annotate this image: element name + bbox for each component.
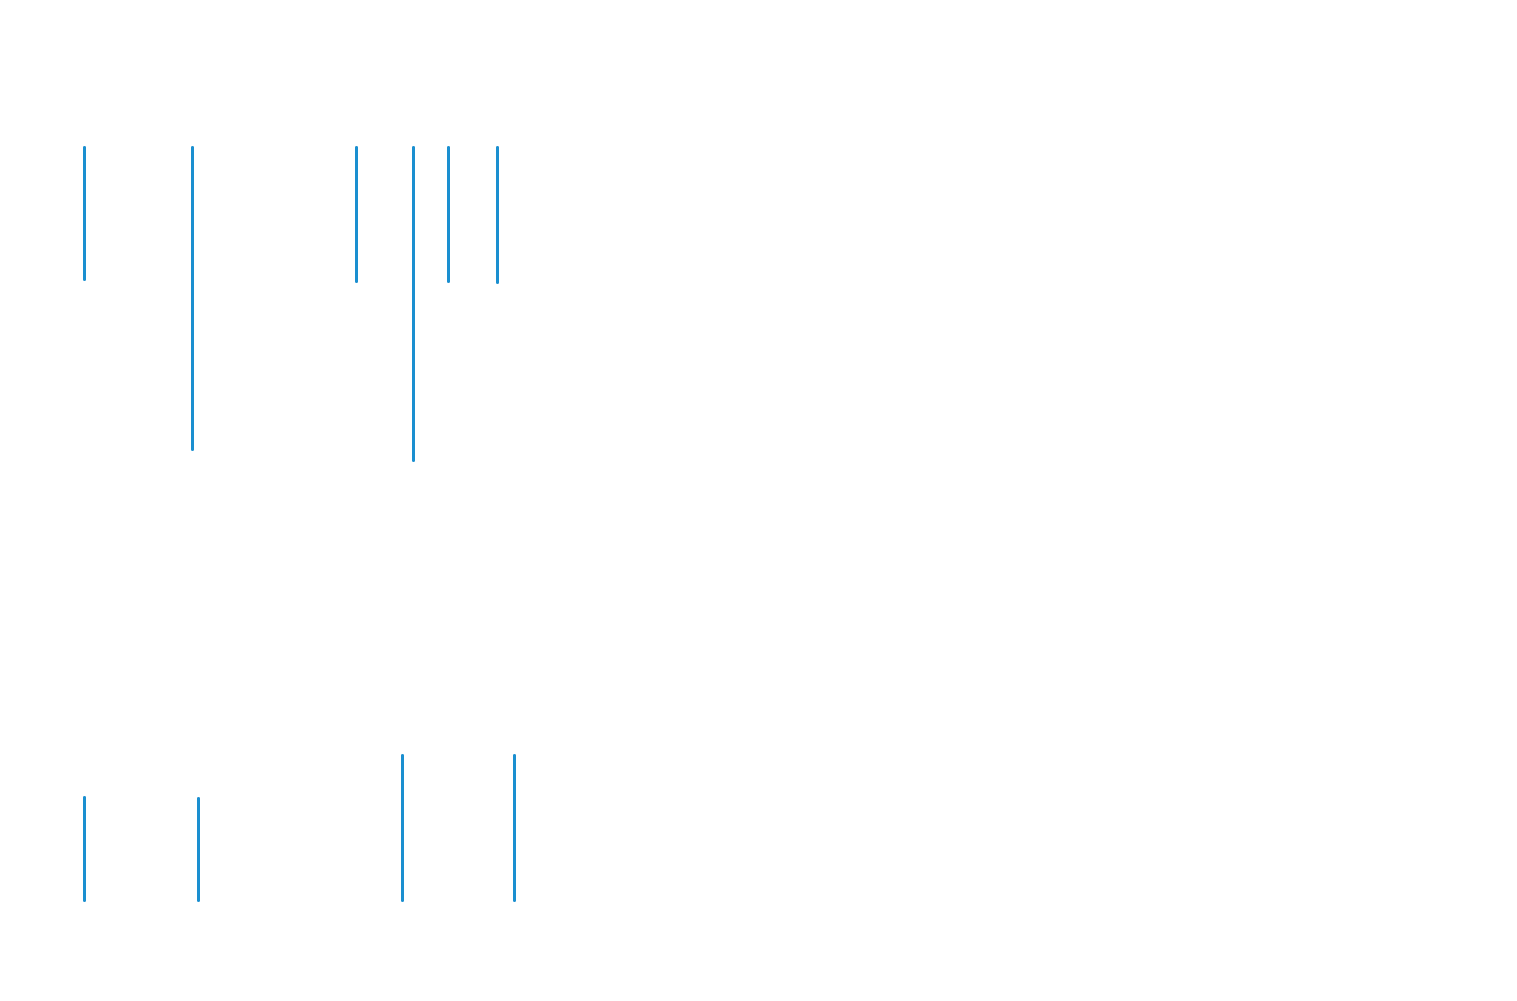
vertical-stroke (447, 146, 450, 283)
vertical-stroke (401, 754, 404, 902)
vertical-stroke (496, 146, 499, 284)
vertical-stroke (355, 146, 358, 283)
vertical-stroke (83, 796, 86, 902)
vertical-stroke (412, 146, 415, 462)
vertical-stroke (191, 146, 194, 451)
vertical-stroke (197, 797, 200, 902)
vertical-stroke (513, 754, 516, 902)
vertical-stroke (83, 146, 86, 281)
